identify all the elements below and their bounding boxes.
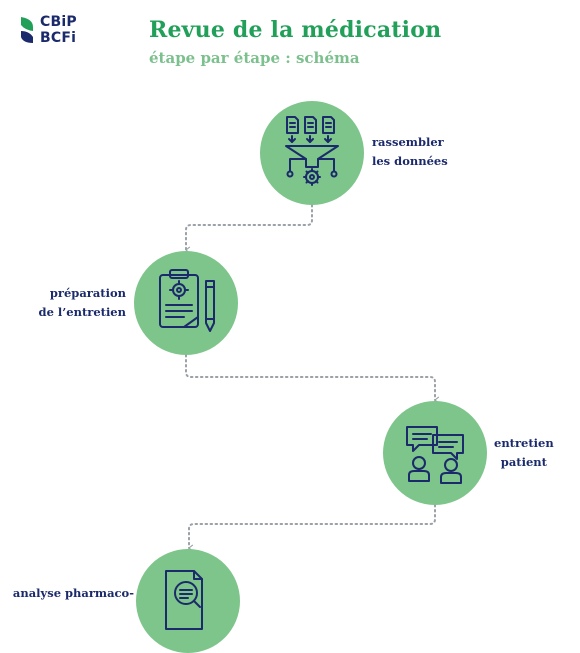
step-1-label-line-2: les données: [372, 154, 448, 168]
step-4-circle: [136, 549, 240, 653]
cbip-bcfi-logo: CBiP BCFi: [19, 14, 99, 54]
page-title: Revue de la médication: [149, 17, 442, 43]
conversation-icon: [406, 426, 464, 484]
document-analysis-icon: [165, 570, 203, 630]
connector-2-3: [185, 354, 440, 404]
step-3-circle: [383, 401, 487, 505]
step-2-label-line-2: de l’entretien: [38, 305, 126, 319]
step-1-label-line-1: rassembler: [372, 135, 444, 149]
clipboard-pencil-icon: [159, 269, 215, 332]
flow-connectors: [185, 204, 440, 552]
step-3-label-line-2: patient: [500, 455, 547, 469]
logo-line-1: CBiP: [40, 14, 77, 30]
step-3-label-line-1: entretien: [494, 436, 554, 450]
step-2-label-line-1: préparation: [49, 286, 126, 300]
data-funnel-icon: [285, 116, 339, 186]
step-1-label: rassembler les données: [372, 133, 448, 171]
logo-mark-icon: [21, 17, 33, 43]
page-subtitle: étape par étape : schéma: [149, 49, 360, 67]
connector-1-2: [185, 204, 313, 254]
logo-text: CBiP BCFi: [40, 14, 77, 46]
connector-3-4: [188, 504, 436, 552]
step-4-label-line-1: analyse pharmaco-: [12, 586, 134, 600]
logo-line-2: BCFi: [40, 30, 77, 46]
step-4-label: analyse pharmaco-: [13, 584, 134, 603]
step-1-circle: [260, 101, 364, 205]
step-3-label: entretien patient: [494, 434, 554, 472]
step-2-circle: [134, 251, 238, 355]
step-2-label: préparation de l’entretien: [39, 284, 126, 322]
